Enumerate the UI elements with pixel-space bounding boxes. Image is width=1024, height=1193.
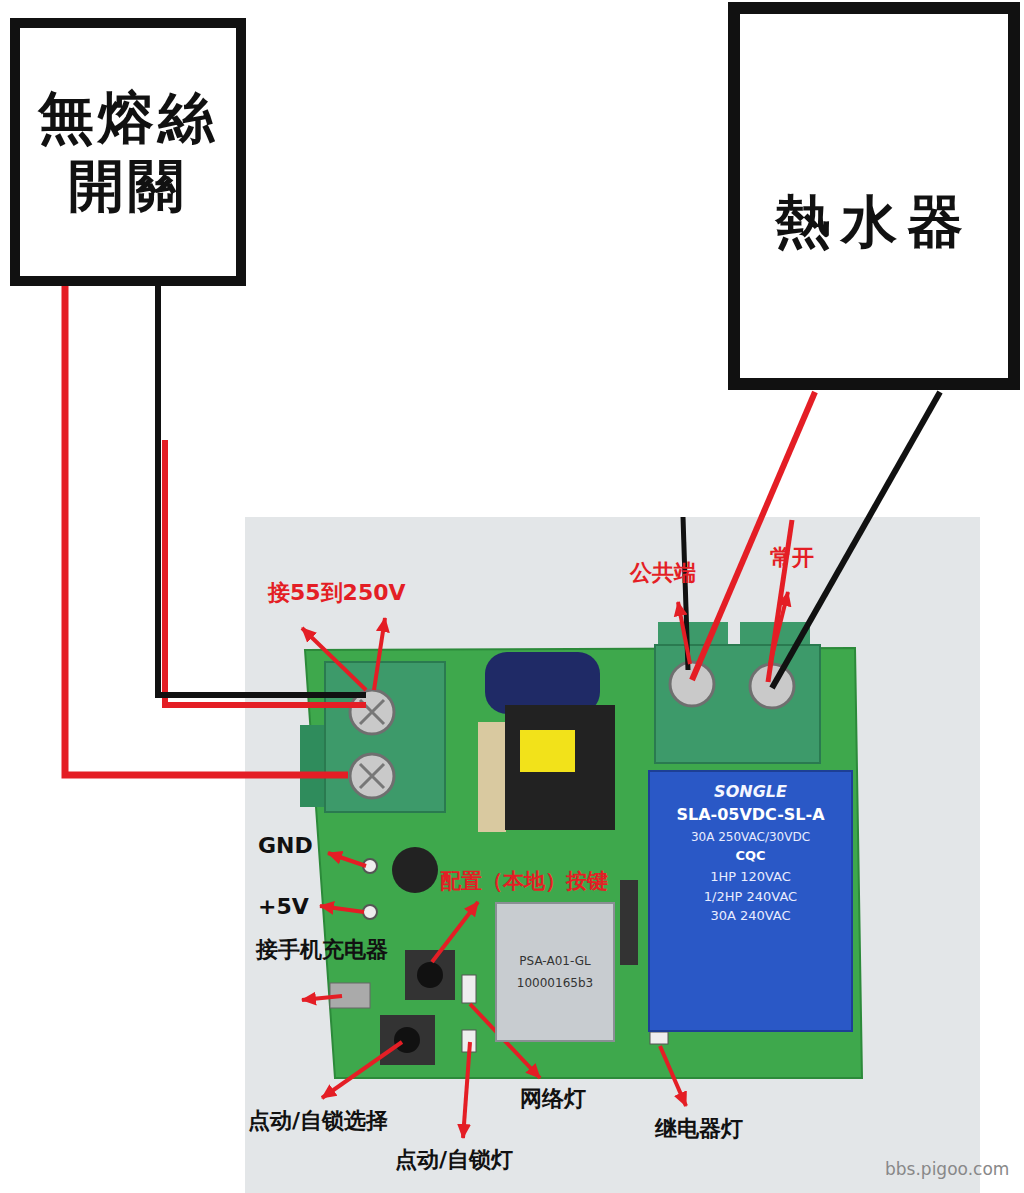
input-terminal	[300, 662, 445, 812]
node-text: 1HP 120VAC	[710, 869, 791, 885]
heater-box: 熱水器	[728, 2, 1020, 390]
node-text: 30A 240VAC	[710, 908, 790, 924]
watermark: bbs.pigoo.com	[885, 1160, 1009, 1180]
callout-label: 点动/自锁灯	[395, 1147, 513, 1172]
breaker-box: 無熔絲 開關	[10, 18, 246, 286]
callout-label: 接手机充电器	[256, 937, 388, 962]
callout-label: 配置（本地）按键	[440, 869, 608, 893]
heater-wires	[683, 392, 940, 688]
callout-label: GND	[258, 833, 313, 858]
callout-label: 点动/自锁选择	[248, 1108, 388, 1133]
node-text: CQC	[735, 848, 765, 865]
node-text: PSA-A01-GL	[519, 954, 590, 968]
photo-ground	[245, 517, 980, 1193]
power-parts	[330, 652, 668, 1065]
callout-label: 常开	[770, 545, 814, 570]
wifi-module: PSA-A01-GL 10000165b3	[495, 902, 615, 1042]
callout-label: 公共端	[630, 560, 696, 585]
node-text: SONGLE	[714, 782, 787, 801]
node-text: 熱水器	[775, 188, 973, 255]
node-text: 1/2HP 240VAC	[704, 889, 797, 905]
callout-label: +5V	[258, 894, 309, 919]
callout-label: 接55到250V	[268, 580, 406, 605]
node-text: SLA-05VDC-SL-A	[676, 805, 824, 826]
breaker-wires	[65, 285, 366, 775]
callout-label: 网络灯	[520, 1086, 586, 1111]
node-text: 無熔絲 開關	[28, 84, 228, 221]
node-text: 30A 250VAC/30VDC	[691, 830, 810, 844]
callout-label: 继电器灯	[655, 1116, 743, 1141]
relay-box: SONGLE SLA-05VDC-SL-A 30A 250VAC/30VDC CQC 1…	[648, 770, 853, 1032]
node-text: 10000165b3	[517, 976, 593, 990]
